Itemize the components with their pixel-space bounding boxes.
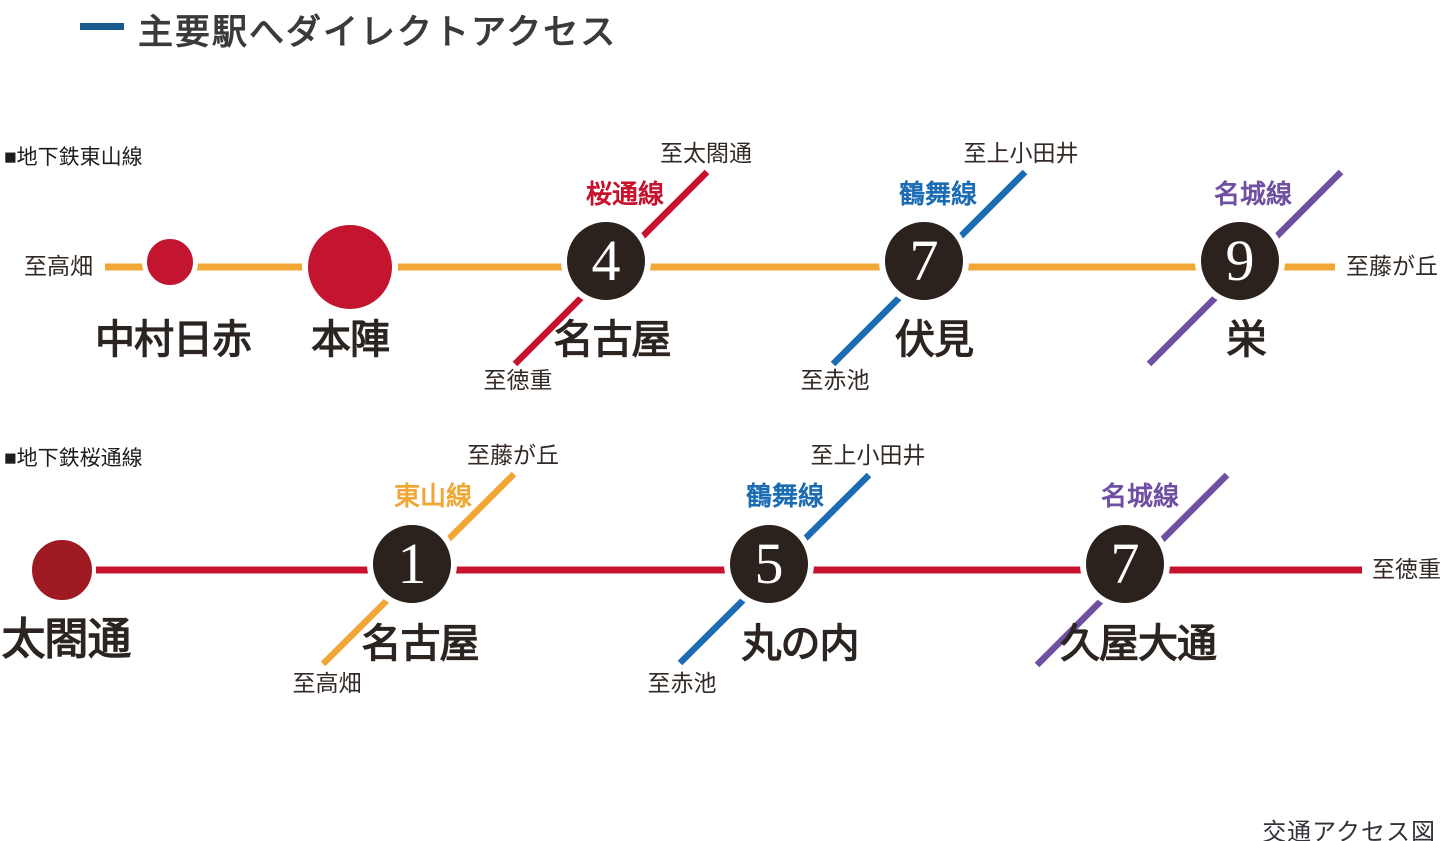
- title-dash-icon: [80, 23, 124, 30]
- destination-label-fujigaoka-right: 至藤が丘: [1346, 254, 1438, 279]
- section-label-sakuradori: ■地下鉄桜通線: [4, 447, 143, 470]
- station-name-honjin: 本陣: [311, 317, 390, 362]
- destination-label-tokushige-right: 至徳重: [1372, 557, 1440, 582]
- destination-label-takabata-left: 至高畑: [24, 254, 93, 279]
- station-number-nagoya-top: 4: [591, 228, 621, 293]
- transfer-label-tsurumai-bottom: 鶴舞線: [745, 482, 825, 511]
- station-circle-nagoya-top: 4: [561, 216, 651, 306]
- station-number-nagoya-bottom: 1: [397, 531, 427, 596]
- section-label-higashiyama: ■地下鉄東山線: [4, 146, 143, 169]
- station-number-marunouchi: 5: [754, 531, 784, 596]
- station-dot-taikodori: [28, 536, 96, 604]
- station-name-nagoya-top: 名古屋: [553, 317, 672, 362]
- destination-label-akaike-bottom: 至赤池: [647, 671, 717, 696]
- station-name-taikodori: 太閤通: [1, 615, 132, 664]
- destination-label-akaike-top: 至赤池: [800, 368, 870, 393]
- transfer-label-tsurumai-top: 鶴舞線: [898, 180, 978, 209]
- destination-label-taikodori-up: 至太閤通: [660, 141, 752, 166]
- station-circle-hisayaodori: 7: [1080, 519, 1170, 609]
- station-name-nagoya-bottom: 名古屋: [361, 621, 480, 666]
- station-name-fushimi: 伏見: [895, 317, 974, 362]
- station-dot-nakamuranisseki: [142, 234, 198, 290]
- destination-label-kamiotai-top: 至上小田井: [963, 141, 1079, 166]
- station-number-fushimi: 7: [909, 228, 939, 293]
- station-circle-nagoya-bottom: 1: [367, 519, 457, 609]
- station-name-nakamuranisseki: 中村日赤: [95, 317, 252, 362]
- destination-label-kamiotai-bottom: 至上小田井: [810, 443, 926, 468]
- station-name-hisayaodori: 久屋大通: [1060, 621, 1217, 666]
- transfer-label-higashiyama: 東山線: [393, 482, 473, 511]
- station-number-hisayaodori: 7: [1110, 531, 1140, 596]
- station-name-marunouchi: 丸の内: [741, 621, 860, 666]
- destination-label-takabata-down: 至高畑: [292, 671, 362, 696]
- station-name-sakae: 栄: [1226, 317, 1267, 362]
- station-circle-fushimi: 7: [879, 216, 969, 306]
- transfer-label-sakuradori: 桜通線: [585, 180, 665, 209]
- station-circle-sakae: 9: [1195, 216, 1285, 306]
- footer-caption: 交通アクセス図: [1262, 819, 1436, 841]
- station-dot-honjin: [302, 219, 398, 315]
- transfer-label-meijo-top: 名城線: [1213, 180, 1293, 209]
- destination-label-tokushige-down: 至徳重: [483, 368, 553, 393]
- destination-label-fujigaoka-up: 至藤が丘: [467, 443, 559, 468]
- page-title: 主要駅へダイレクトアクセス: [138, 13, 618, 52]
- transfer-label-meijo-bottom: 名城線: [1100, 482, 1180, 511]
- station-circle-marunouchi: 5: [724, 519, 814, 609]
- station-number-sakae: 9: [1225, 228, 1255, 293]
